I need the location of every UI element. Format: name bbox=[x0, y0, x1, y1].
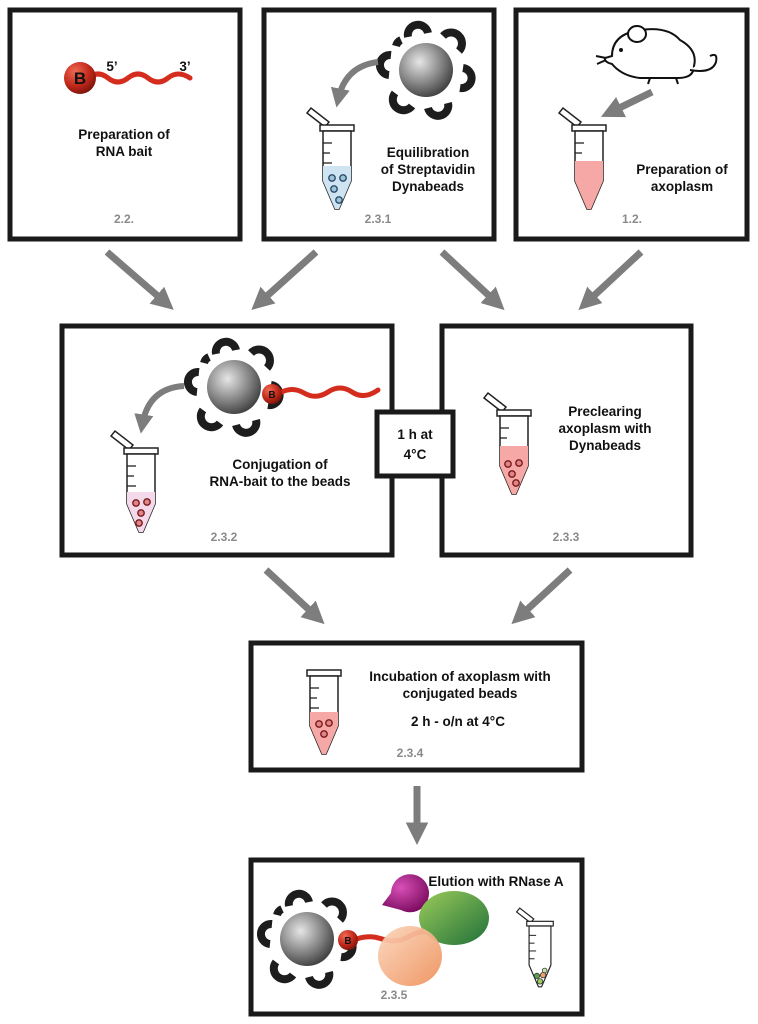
equilibration-title-line3: Dynabeads bbox=[392, 179, 464, 194]
incubation-time-line1: 1 h at bbox=[397, 427, 433, 442]
mouse-arrow bbox=[600, 88, 654, 118]
biotin-icon bbox=[338, 930, 358, 950]
rna-bait-step-number: 2.2. bbox=[114, 212, 134, 226]
conjugation-step-number: 2.3.2 bbox=[211, 530, 238, 544]
biotin-icon bbox=[64, 62, 96, 94]
axoplasm-title-line2: axoplasm bbox=[651, 179, 713, 194]
rna-bait-title-line1: Preparation of bbox=[78, 127, 170, 142]
protein-icon bbox=[419, 891, 489, 945]
rna-5prime-label: 5’ bbox=[106, 59, 117, 74]
rna-3prime-label: 3’ bbox=[179, 59, 190, 74]
tube-icon bbox=[516, 907, 554, 988]
box-axoplasm bbox=[513, 7, 750, 242]
elution-title: Elution with RNase A bbox=[428, 874, 564, 889]
incubation-condition: 2 h - o/n at 4°C bbox=[411, 714, 505, 729]
biotin-label: B bbox=[344, 936, 351, 947]
flow-arrow bbox=[511, 567, 573, 625]
curved-arrow bbox=[134, 383, 185, 434]
elution-step-number: 2.3.5 bbox=[381, 988, 408, 1002]
flow-arrow bbox=[578, 249, 644, 311]
preclearing-title-line3: Dynabeads bbox=[569, 438, 641, 453]
rna-bait-strand bbox=[85, 71, 193, 85]
equilibration-title-line1: Equilibration bbox=[387, 145, 470, 160]
box-incubation bbox=[248, 640, 585, 773]
tube-icon bbox=[110, 430, 159, 533]
box-rna-bait bbox=[7, 7, 243, 242]
conjugation-title-line1: Conjugation of bbox=[232, 457, 328, 472]
rna-bait-title-line2: RNA bait bbox=[96, 144, 153, 159]
curved-arrow bbox=[330, 59, 379, 108]
box-preclearing bbox=[439, 323, 694, 558]
rna-bait-strand bbox=[277, 385, 381, 399]
flow-arrow bbox=[251, 249, 319, 310]
preclearing-title-line2: axoplasm with bbox=[558, 421, 651, 436]
protein-icon bbox=[378, 926, 442, 986]
biotin-icon bbox=[262, 384, 282, 404]
incubation-step-number: 2.3.4 bbox=[397, 746, 424, 760]
flow-arrow bbox=[439, 249, 505, 311]
mouse-icon bbox=[595, 25, 718, 85]
incubation-title-line1: Incubation of axoplasm with bbox=[369, 669, 551, 684]
tube-icon bbox=[558, 107, 607, 210]
tube-icon bbox=[306, 107, 355, 210]
equilibration-step-number: 2.3.1 bbox=[365, 212, 392, 226]
preclearing-title-line1: Preclearing bbox=[568, 404, 642, 419]
axoplasm-step-number: 1.2. bbox=[622, 212, 642, 226]
conjugation-title-line2: RNA-bait to the beads bbox=[209, 474, 350, 489]
incubation-time-line2: 4°C bbox=[404, 447, 427, 462]
flow-arrow bbox=[104, 249, 174, 310]
tube-icon bbox=[483, 392, 532, 495]
axoplasm-title-line1: Preparation of bbox=[636, 162, 728, 177]
biotin-label: B bbox=[268, 390, 275, 401]
equilibration-title-line2: of Streptavidin bbox=[381, 162, 476, 177]
incubation-title-line2: conjugated beads bbox=[403, 686, 518, 701]
tube-icon bbox=[306, 669, 342, 755]
biotin-label: B bbox=[74, 69, 86, 88]
preclearing-step-number: 2.3.3 bbox=[553, 530, 580, 544]
box-conjugation bbox=[59, 323, 395, 558]
flow-arrow bbox=[263, 567, 325, 625]
incubation-time-box bbox=[374, 409, 456, 479]
rnase-icon bbox=[382, 874, 429, 913]
box-equilibration bbox=[261, 7, 497, 242]
